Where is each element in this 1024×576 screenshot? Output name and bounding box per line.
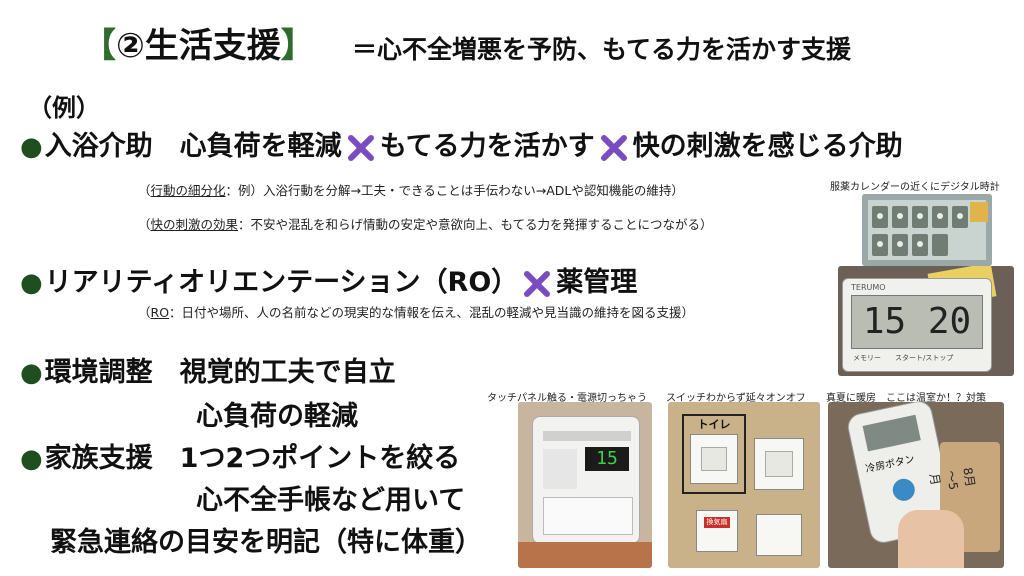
ro-head: リアリティオリエンテーション（RO） (44, 267, 519, 298)
bathing-mid: もてる力を活かす (379, 131, 595, 162)
clock-brand: TERUMO (851, 283, 886, 292)
cross-mark-icon (347, 134, 374, 161)
bullet-environment: ●環境調整 視覚的工夫で自立 (20, 350, 396, 389)
family-line-2: 心不全手帳など用いて (196, 485, 466, 516)
panel-device: 15 (532, 416, 640, 544)
wooden-base (518, 542, 652, 568)
bullet-dot-icon: ● (20, 444, 43, 474)
touch-panel-photo: 15 (518, 402, 652, 568)
note-term: 行動の細分化 (150, 183, 226, 198)
clock-buttons: メモリー スタート/ストップ (853, 354, 954, 362)
ro-note: （RO：日付や場所、人の名前などの現実的な情報を伝え、混乱の軽減や見当識の維持を… (138, 302, 694, 321)
family-line-3: 緊急連絡の目安を明記（特に体重） (50, 527, 482, 558)
note-open-paren: （ (138, 305, 151, 320)
ro-tail: 薬管理 (556, 267, 638, 298)
bullet-family: ●家族支援 1つ2つポイントを絞る (20, 436, 460, 475)
family-line-1: 家族支援 1つ2つポイントを絞る (44, 443, 461, 474)
hand (898, 510, 964, 568)
toilet-switch (690, 434, 738, 484)
example-label: （例） (28, 94, 100, 122)
clock-screen: 15 20 (851, 295, 983, 349)
ac-remote-photo: 冷房ボタン 8月～5月 (828, 402, 1004, 568)
bullet-ro: ●リアリティオリエンテーション（RO） 薬管理 (20, 260, 637, 299)
title-main: 生活支援 (144, 26, 281, 66)
note-text: ：不安や混乱を和らげ情動の安定や意欲向上、もてる力を発揮することにつながる） (238, 217, 713, 232)
clock-digits: 15 20 (862, 301, 972, 342)
note-text: ：例）入浴行動を分解→工夫・できることは手伝わない→ADLや認知機能の維持） (225, 183, 684, 198)
toilet-label: トイレ (697, 418, 731, 431)
environment-line-1: 環境調整 視覚的工夫で自立 (44, 357, 396, 388)
remote-button-label: 冷房ボタン (864, 454, 916, 476)
medication-calendar-photo (862, 194, 992, 266)
cross-mark-icon (524, 270, 551, 297)
caption-touch-panel: タッチパネル触る・電源切っちゃう (487, 393, 647, 404)
panel-buttons (543, 449, 577, 489)
bathing-note-2: （快の刺激の効果：不安や混乱を和らげ情動の安定や意欲向上、もてる力を発揮すること… (138, 214, 713, 233)
title-circle-number: ② (116, 26, 145, 66)
note-term: RO (150, 305, 170, 320)
caption-calendar: 服薬カレンダーの近くにデジタル時計 (830, 182, 1000, 193)
digital-clock-photo: TERUMO 15 20 メモリー スタート/ストップ (838, 266, 1014, 376)
bullet-bathing: ●入浴介助 心負荷を軽減 もてる力を活かす 快の刺激を感じる介助 (20, 124, 903, 163)
note-term: 快の刺激の効果 (150, 217, 239, 232)
fan-switch-label: 換気扇 (704, 517, 730, 528)
panel-paper-note (543, 497, 633, 535)
bullet-dot-icon: ● (20, 358, 43, 388)
medication-calendar-illustration (862, 194, 992, 266)
environment-line-2: 心負荷の軽減 (196, 401, 358, 432)
note-open-paren: （ (138, 217, 151, 232)
note-text: ：日付や場所、人の名前などの現実的な情報を伝え、混乱の軽減や見当識の維持を図る支… (169, 305, 695, 320)
cross-mark-icon (600, 134, 627, 161)
caption-heater: 真夏に暖房 ここは温室か！？対策 (826, 393, 986, 404)
panel-header (543, 431, 631, 441)
switch-tape-frame: トイレ (682, 414, 746, 494)
third-switch (756, 514, 802, 556)
light-switch-photo: トイレ 換気扇 (668, 402, 820, 568)
remote-blue-button (890, 476, 917, 503)
page-subtitle: ＝心不全増悪を予防、もてる力を活かす支援 (352, 35, 852, 64)
bullet-dot-icon: ● (20, 268, 43, 298)
bullet-dot-icon: ● (20, 132, 43, 162)
bathing-tail: 快の刺激を感じる介助 (632, 131, 903, 162)
switch-paddle (701, 447, 727, 471)
second-switch (754, 438, 804, 490)
clock-body: TERUMO 15 20 メモリー スタート/ストップ (842, 278, 992, 372)
page-title: 【②生活支援】 (82, 18, 315, 67)
fan-switch: 換気扇 (696, 510, 738, 552)
title-close-bracket: 】 (280, 26, 315, 66)
bathing-head: 入浴介助 心負荷を軽減 (44, 131, 342, 162)
bathing-note-1: （行動の細分化：例）入浴行動を分解→工夫・できることは手伝わない→ADLや認知機… (138, 180, 684, 199)
remote-screen (862, 414, 921, 452)
note-open-paren: （ (138, 183, 151, 198)
switch-paddle (765, 451, 793, 477)
title-open-bracket: 【 (82, 26, 116, 66)
caption-switch: スイッチわからず延々オンオフ (666, 393, 806, 404)
panel-display: 15 (585, 447, 629, 471)
